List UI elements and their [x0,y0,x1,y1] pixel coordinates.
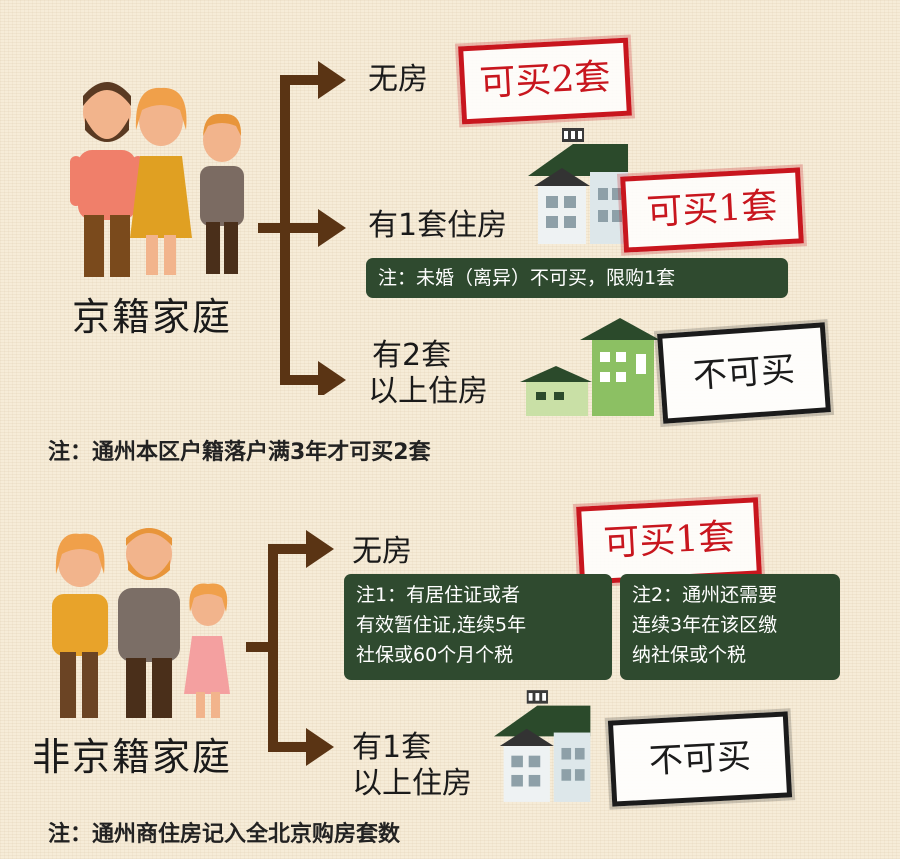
non-beijing-note2-line: 连续3年在该区缴 [632,614,778,636]
beijing-option2-stamp: 可买1套 [620,167,804,253]
beijing-option3-stamp: 不可买 [657,322,831,424]
non-beijing-option1-label: 无房 [352,534,412,569]
non-beijing-note2-line: 纳社保或个税 [632,644,747,666]
non-beijing-note2: 注2：通州还需要 连续3年在该区缴 纳社保或个税 [620,574,840,680]
house-icon [494,690,591,802]
beijing-option3-label-line1: 有2套 [372,338,452,373]
non-beijing-bracket [246,530,334,766]
non-beijing-family-illustration [52,528,230,718]
non-beijing-option2-label-line1: 有1套 [352,730,432,765]
non-beijing-option2-label-line2: 以上住房 [352,766,472,801]
mother-figure [130,87,192,275]
non-beijing-option1-stamp: 可买1套 [576,497,762,585]
green-house-icon [520,318,660,416]
beijing-bracket [258,61,346,395]
non-beijing-family-label: 非京籍家庭 [32,735,233,779]
child-figure [184,583,230,718]
father-figure [118,528,180,718]
child-figure [200,113,244,274]
non-beijing-note1-line: 注1：有居住证或者 [356,584,521,606]
beijing-family-label: 京籍家庭 [72,295,233,339]
non-beijing-note1-line: 有效暂住证,连续5年 [356,614,527,636]
non-beijing-note2-line: 注2：通州还需要 [632,584,778,606]
beijing-option3-label-line2: 以上住房 [368,374,488,409]
non-beijing-option2-stamp: 不可买 [607,711,793,807]
beijing-family-illustration [70,82,244,277]
non-beijing-footnote: 注：通州商住房记入全北京购房套数 [48,822,401,847]
beijing-option2-label: 有1套住房 [368,208,508,243]
mother-figure [52,533,108,718]
beijing-option1-stamp: 可买2套 [458,37,632,125]
beijing-option1-label: 无房 [368,62,428,97]
beijing-option2-note-text: 注：未婚（离异）不可买，限购1套 [378,267,676,289]
beijing-footnote: 注：通州本区户籍落户满3年才可买2套 [48,440,431,465]
non-beijing-note1-line: 社保或60个月个税 [356,644,514,666]
father-figure [70,82,144,277]
non-beijing-note1: 注1：有居住证或者 有效暂住证,连续5年 社保或60个月个税 [344,574,612,680]
beijing-option2-note: 注：未婚（离异）不可买，限购1套 [366,258,788,298]
